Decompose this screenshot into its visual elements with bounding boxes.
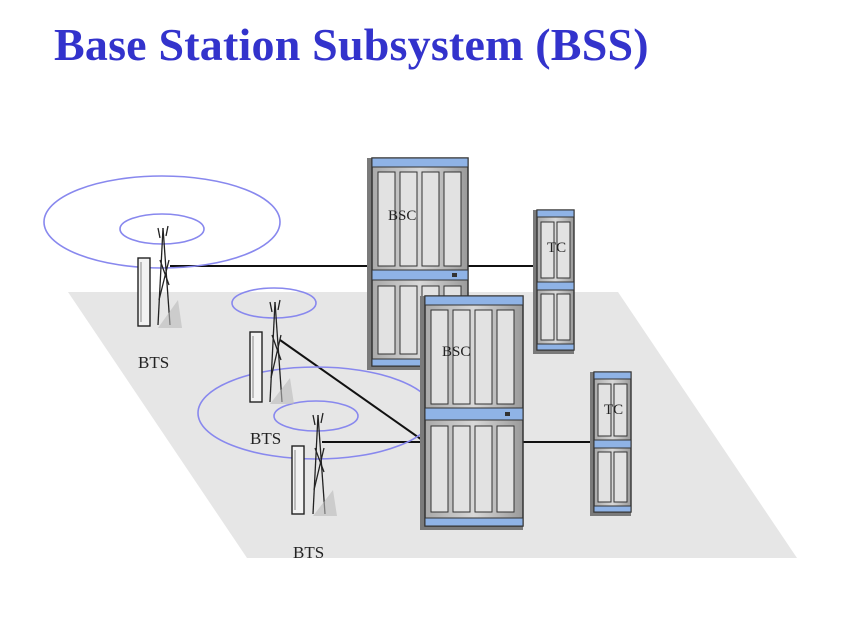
- bsc-2-label: BSC: [442, 344, 470, 360]
- bts-3: BTS: [291, 412, 337, 562]
- tc-2-label: TC: [604, 402, 623, 418]
- antenna-mast-icon: [312, 412, 326, 515]
- bts-3-cabinet: [291, 445, 305, 515]
- bts-2-label: BTS: [250, 429, 281, 448]
- bsc-2: BSC: [420, 295, 524, 530]
- tc-1: TC: [533, 209, 575, 354]
- antenna-mast-icon: [157, 225, 171, 326]
- tc-2: TC: [590, 371, 632, 516]
- bts-2-cabinet: [249, 331, 263, 403]
- antenna-mast-icon: [269, 299, 283, 403]
- bts-2: BTS: [249, 299, 294, 448]
- bts-3-label: BTS: [293, 543, 324, 562]
- page-title: Base Station Subsystem (BSS): [54, 19, 649, 70]
- tc-1-label: TC: [547, 240, 566, 256]
- bts-1: BTS: [137, 225, 182, 372]
- coverage-ring-bts3-inner: [273, 400, 359, 432]
- bts-1-label: BTS: [138, 353, 169, 372]
- bsc-1-label: BSC: [388, 208, 416, 224]
- bts-1-cabinet: [137, 257, 151, 327]
- coverage-ring-bts1-outer: [43, 175, 281, 269]
- link-bts2-bsc2: [279, 339, 426, 443]
